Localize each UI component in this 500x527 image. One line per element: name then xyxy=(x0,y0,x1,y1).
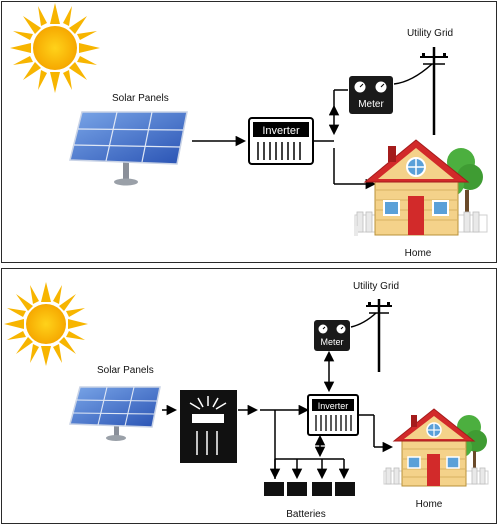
battery-backup-system-panel: Solar Panels xyxy=(1,268,497,524)
inverter-label: Inverter xyxy=(262,125,300,137)
sun-icon xyxy=(10,3,100,93)
utility-grid-label: Utility Grid xyxy=(353,281,399,292)
home-label: Home xyxy=(416,499,443,510)
solar-panels-label: Solar Panels xyxy=(112,93,169,104)
house-icon xyxy=(354,139,488,236)
solar-panel-icon xyxy=(69,386,161,441)
inverter-icon xyxy=(248,117,314,165)
utility-grid-label: Utility Grid xyxy=(407,28,453,39)
inverter-label: Inverter xyxy=(318,401,349,411)
battery-bank-icon xyxy=(264,482,355,496)
solar-panels-label: Solar Panels xyxy=(97,365,154,376)
grid-tied-system-panel: Solar Panels Inverter xyxy=(1,1,497,263)
inverter-icon xyxy=(307,394,359,436)
solar-panel-icon xyxy=(69,111,188,186)
grid-tied-diagram: Solar Panels Inverter xyxy=(10,3,488,259)
batteries-label: Batteries xyxy=(286,509,325,520)
meter-label: Meter xyxy=(320,337,343,347)
meter-label: Meter xyxy=(358,99,384,110)
battery-backup-diagram: Solar Panels xyxy=(4,281,489,520)
utility-pole-icon xyxy=(420,47,448,135)
home-label: Home xyxy=(405,248,432,259)
sun-icon xyxy=(4,282,88,366)
meter-icon xyxy=(314,320,350,351)
utility-pole-icon xyxy=(366,299,392,372)
house-icon xyxy=(383,408,489,487)
meter-icon xyxy=(349,76,393,114)
charge-controller-icon xyxy=(180,390,237,463)
